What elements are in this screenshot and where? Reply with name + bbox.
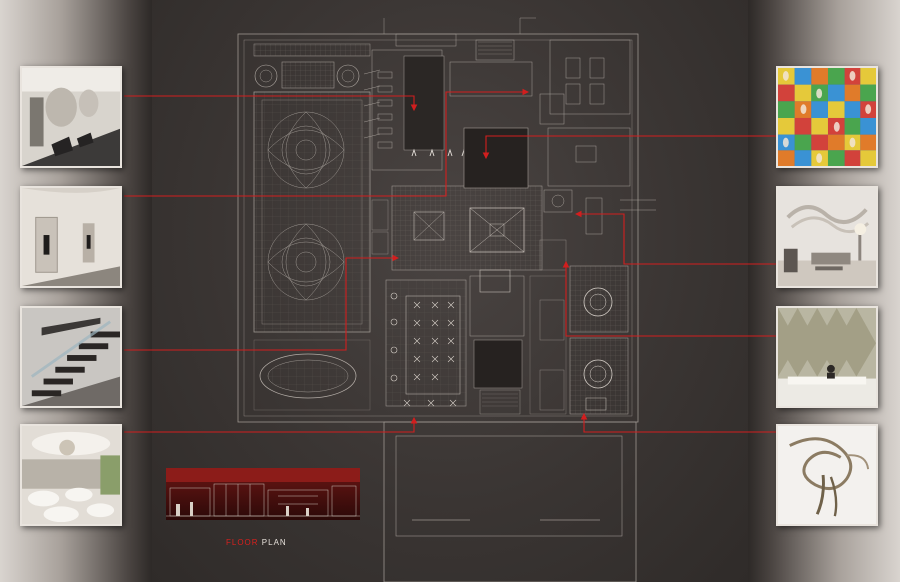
reception-photo (776, 306, 878, 408)
leader-corridor (124, 88, 530, 197)
leader-rug (482, 135, 776, 160)
staircase-photo (20, 306, 122, 408)
ribbon-sculpture-photo (776, 424, 878, 526)
central-lobby (391, 39, 543, 271)
drawing-title-accent: FLOOR (226, 538, 259, 547)
leader-reception (562, 260, 776, 337)
leader-gym (124, 95, 418, 112)
leader-lounge (574, 210, 776, 265)
corridor-photo (20, 186, 122, 288)
leader-staircase (124, 254, 400, 351)
drawing-title: FLOOR PLAN (226, 538, 287, 547)
lounge-photo (776, 186, 878, 288)
gym-photo (20, 66, 122, 168)
drawing-title-rest: PLAN (261, 538, 287, 547)
east-rooms (539, 39, 656, 235)
pool-garden-area (253, 43, 371, 411)
round-rooms (569, 265, 629, 415)
footprint-rug-photo (776, 66, 878, 168)
service-cores (371, 199, 567, 411)
leader-banquet (124, 416, 418, 433)
restaurant-area (385, 269, 567, 415)
leader-sculpture (580, 412, 776, 433)
banquet-hall-photo (20, 424, 122, 526)
section-elevation-thumbnail (166, 468, 360, 520)
gym-zone (363, 33, 467, 171)
callout-leaders (124, 88, 776, 433)
